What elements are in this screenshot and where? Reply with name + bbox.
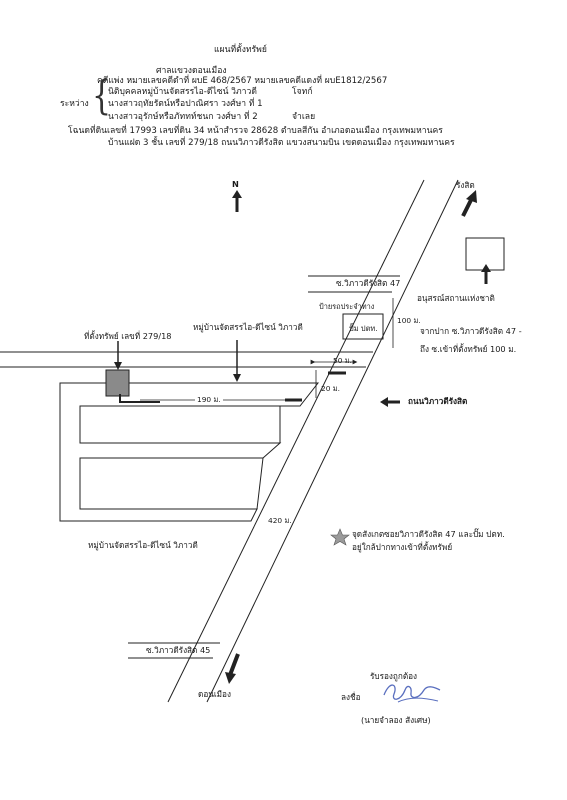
handwritten-signature [383,684,441,700]
landmark-star-icon [330,528,350,546]
village-block-1 [79,405,281,444]
north-label: N [232,179,239,189]
donmueang-arrow-shaft [228,653,240,676]
soi-45-label: ซ.วิภาวดีรังสิต 45 [146,645,211,655]
rangsit-arrow-shaft [461,197,474,217]
village-block-2 [79,457,264,510]
certify-label: รับรองถูกต้อง [370,671,418,681]
property-access-path [119,394,160,403]
signer-name: (นายจำลอง สังเศษ) [361,715,431,725]
dist-50m-label: 50 ม. [333,356,352,365]
monument-box [465,237,505,271]
to-donmueang-label: ดอนเมือง [198,689,231,699]
map-title: แผนที่ตั้งทรัพย์ [214,45,267,55]
dist-420m-label: 420 ม. [268,516,292,525]
property-marker [105,369,130,397]
village-label-arrowhead [233,374,241,382]
case-number-line: คดีแพ่ง หมายเลขคดีดำที่ ผบE 468/2567 หมา… [97,76,388,86]
donmueang-arrowhead [225,672,236,684]
soi-47-label: ซ.วิภาวดีรังสิต 47 [336,278,401,288]
route-note-line1: จากปาก ซ.วิภาวดีรังสิต 47 - [420,326,522,336]
defendant-1: นางสาวฤทัยรัตน์หรือปาณิศรา วงศ์ษา ที่ 1 [108,99,263,109]
property-label: ที่ตั้งทรัพย์ เลขที่ 279/18 [84,331,172,341]
road-name-arrowhead [380,397,388,407]
to-rangsit-label: รังสิต [456,180,475,190]
dist-190m-label: 190 ม. [195,395,223,404]
north-arrowhead [232,190,242,198]
village-label-bottom: หมู่บ้านจัดสรรไอ-ดีไซน์ วิภาวดี [88,540,198,550]
bus-stop-label: ป้ายรถประจำทาง [319,302,375,311]
ptt-label: ปั๊ม ปตท. [349,324,378,333]
between-label: ระหว่าง [60,99,89,109]
landmark-note-line2: อยู่ใกล้ปากทางเข้าที่ตั้งทรัพย์ [352,542,453,552]
plaintiff-role: โจทก์ [292,87,313,97]
village-label-top: หมู่บ้านจัดสรรไอ-ดีไซน์ วิภาวดี [193,322,303,332]
house-address-line: บ้านแฝด 3 ชั้น เลขที่ 279/18 ถนนวิภาวดีร… [108,138,455,148]
main-road-right-edge [206,179,459,703]
monument-arrowhead [481,264,491,272]
route-note-line2: ถึง ซ.เข้าที่ตั้งทรัพย์ 100 ม. [420,344,517,354]
dist-20m-label: 20 ม. [321,384,340,393]
between-brace: { [92,72,112,120]
main-road-left-edge [167,179,425,703]
defendant-role: จำเลย [292,112,316,122]
rangsit-arrowhead [466,190,477,203]
main-road-name: ถนนวิภาวดีรังสิต [408,396,468,406]
property-pointer-head [114,362,122,370]
village-road-outline [59,382,320,522]
title-deed-line: โฉนดที่ดินเลขที่ 17993 เลขที่ดิน 34 หน้า… [68,126,443,136]
signature-underline [397,697,439,703]
sign-label: ลงชื่อ [341,692,361,702]
dist-100m-label: 100 ม. [397,316,421,325]
plaintiff-name: นิติบุคคลหมู่บ้านจัดสรรไอ-ดีไซน์ วิภาวดี [108,87,257,97]
monument-label: อนุสรณ์สถานแห่งชาติ [417,293,495,303]
defendant-2: นางสาวอุรักษ์หรือภัททท์ชนก วงศ์ษา ที่ 2 [108,112,258,122]
court-name: ศาลแขวงดอนเมือง [156,66,227,76]
ptt-box [342,313,384,340]
landmark-note-line1: จุดสังเกตซอยวิภาวดีรังสิต 47 และปั๊ม ปตท… [352,529,505,539]
